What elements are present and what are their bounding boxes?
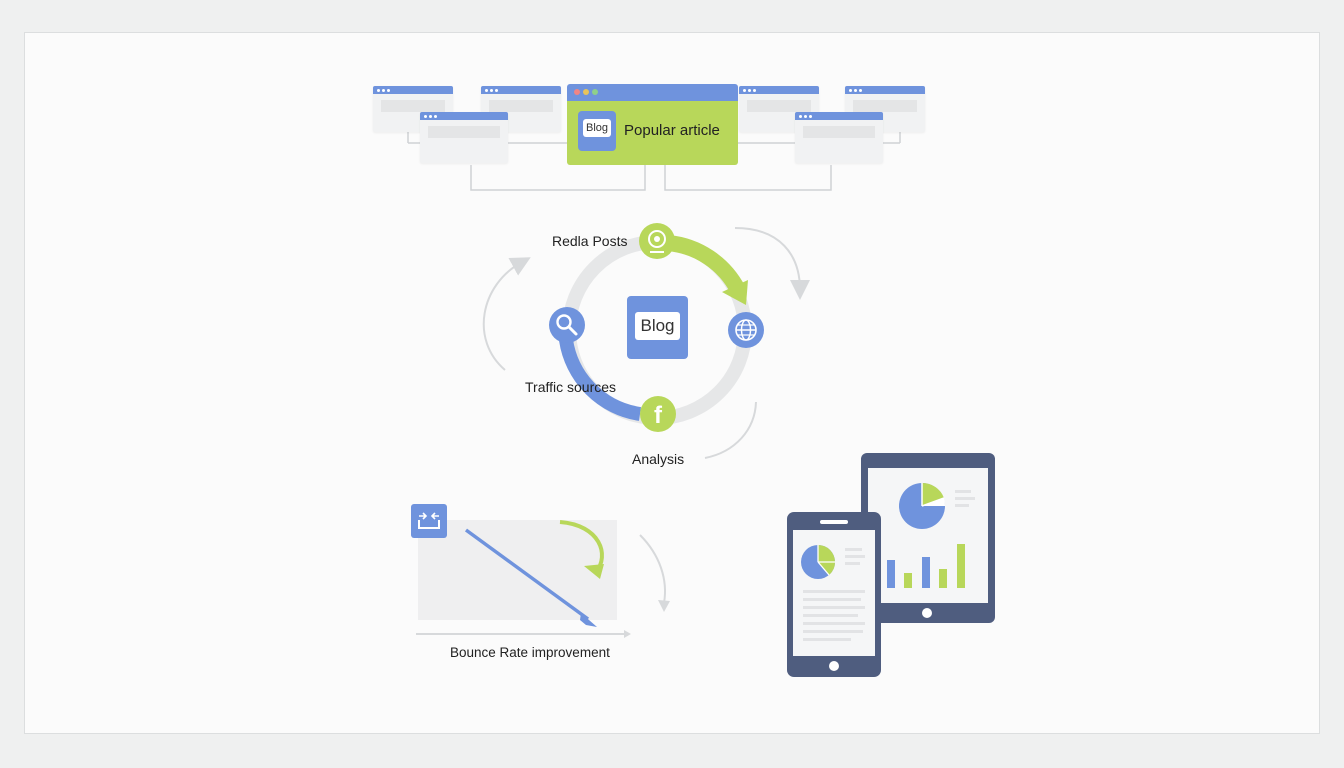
tablet-pie-chart: [899, 482, 946, 529]
popular-article-card: Blog Popular article: [567, 84, 738, 165]
green-arc: [667, 235, 746, 294]
popular-article-title: Popular article: [624, 122, 720, 139]
blog-icon: Blog: [578, 111, 616, 151]
bounce-rate-label: Bounce Rate improvement: [450, 645, 610, 660]
globe-icon: [728, 312, 764, 348]
window-thumbnail: [845, 86, 925, 132]
phone-pie-chart: [801, 545, 836, 579]
decline-line: [464, 528, 590, 621]
tablet-legend: [955, 490, 975, 507]
tablet-bar-chart: [887, 544, 965, 588]
redla-posts-label: Redla Posts: [552, 233, 628, 249]
tablet-device: [861, 453, 995, 623]
exit-icon: [411, 504, 447, 538]
traffic-sources-label: Traffic sources: [525, 379, 617, 395]
analysis-label: Analysis: [632, 451, 685, 467]
blog-chip-label: Blog: [583, 119, 611, 137]
window-thumbnail: [481, 86, 561, 132]
blue-arc: [559, 338, 642, 421]
phone-text-lines: [803, 548, 865, 641]
svg-text:f: f: [654, 402, 663, 429]
green-arrowhead: [722, 280, 748, 305]
outer-arrow: [704, 401, 757, 459]
facebook-icon: f: [640, 396, 676, 432]
blog-center-label: Blog: [635, 312, 680, 340]
search-icon: [549, 307, 585, 343]
outer-arrow: [639, 534, 666, 604]
window-thumbnail: [795, 112, 883, 163]
bounce-panel: [418, 520, 617, 620]
outer-arrow: [482, 257, 531, 371]
phone-device: [787, 512, 881, 677]
outer-arrow: [734, 227, 810, 300]
window-thumbnail: [420, 112, 508, 163]
blog-center-icon: Blog: [627, 296, 688, 359]
webcam-icon: [639, 223, 675, 259]
